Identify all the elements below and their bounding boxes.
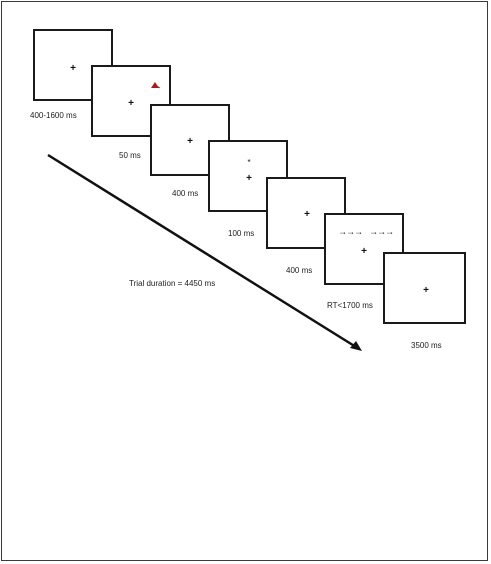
fixation-cross: + [361,246,367,257]
trial-duration-label: Trial duration = 4450 ms [129,279,216,288]
fixation-cross: + [304,209,310,220]
panel-fixation-4: + [383,252,466,324]
cue-marker-icon [150,76,161,89]
flanker-row-right: →→→ [369,226,394,237]
fixation-cross: + [128,98,134,109]
duration-label-4: 100 ms [228,229,255,238]
cue-star-top: * [247,158,251,167]
flanker-row-left: →→→ [338,226,363,237]
fixation-cross: + [423,285,429,296]
duration-label-5: 400 ms [286,266,313,275]
duration-label-3: 400 ms [172,189,199,198]
duration-label-7: 3500 ms [411,341,442,350]
fixation-cross: + [187,136,193,147]
fixation-cross: + [246,173,252,184]
fixation-cross: + [70,63,76,74]
duration-label-1: 400-1600 ms [30,111,77,120]
duration-label-6: RT<1700 ms [327,301,373,310]
duration-label-2: 50 ms [119,151,141,160]
